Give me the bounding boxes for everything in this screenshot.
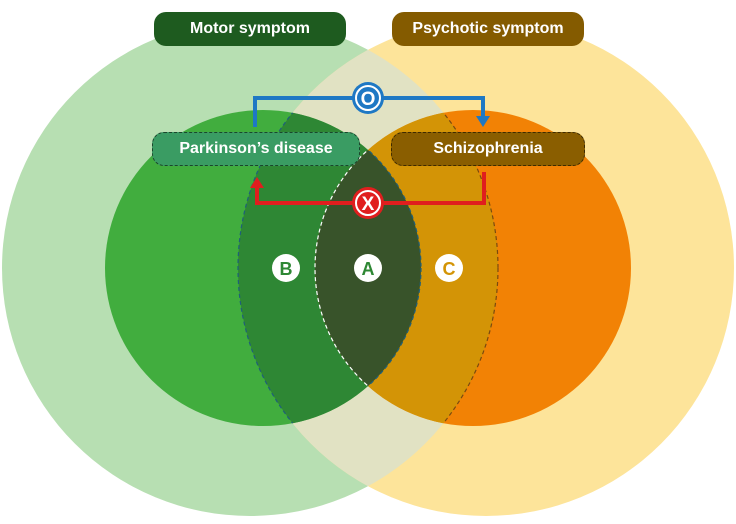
red-arrowhead <box>250 177 264 188</box>
region-a-shape <box>315 110 421 426</box>
lens-b-outline <box>237 110 421 426</box>
negative-marker-inner <box>355 190 381 216</box>
positive-marker-inner <box>355 85 381 111</box>
negative-marker-label: X <box>362 194 375 215</box>
blue-arrowhead <box>476 116 490 127</box>
positive-marker-label: O <box>361 89 376 110</box>
region-b-badge <box>272 254 300 282</box>
motor-symptom-label: Motor symptom <box>154 12 346 46</box>
lens-a-outline-right <box>315 110 422 426</box>
lens-c-outline <box>315 110 499 426</box>
region-a-badge <box>354 254 382 282</box>
region-b-label: B <box>280 259 293 279</box>
psychotic-symptom-label: Psychotic symptom <box>392 12 584 46</box>
region-c-badge <box>435 254 463 282</box>
schizophrenia-label: Schizophrenia <box>391 132 585 166</box>
parkinsons-disease-label: Parkinson’s disease <box>152 132 360 166</box>
region-a-label: A <box>362 259 375 279</box>
region-c-label: C <box>443 259 456 279</box>
